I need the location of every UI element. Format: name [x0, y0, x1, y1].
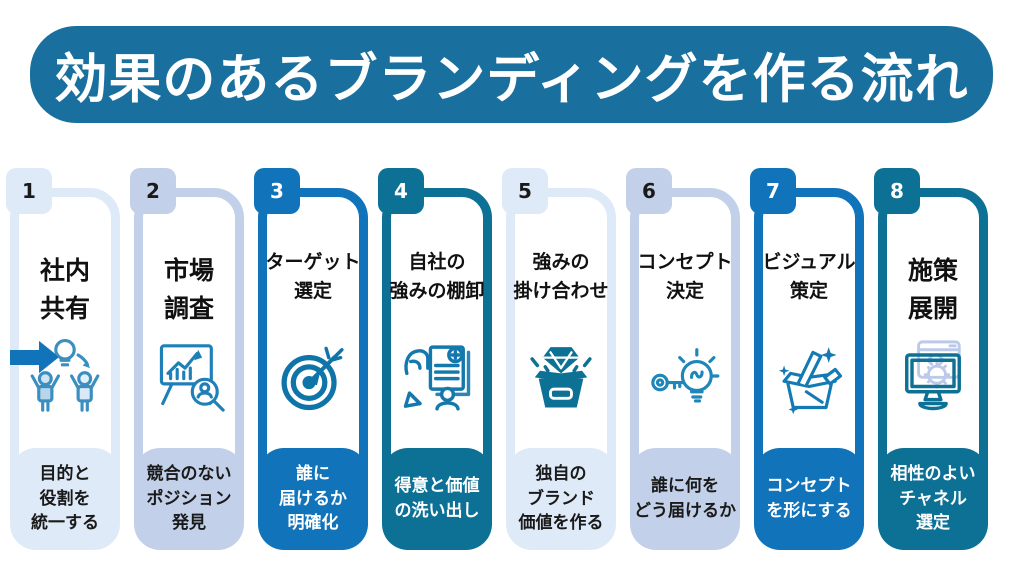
step-title: 施策 展開	[907, 256, 958, 323]
deploy-icon	[891, 334, 975, 418]
step-5: 5 強みの 掛け合わせ 独自の ブランド 価値を作る	[502, 168, 616, 568]
target-icon	[271, 334, 355, 418]
step-8: 8 施策 展開	[874, 168, 988, 568]
step-number-badge: 2	[130, 168, 176, 214]
step-number-badge: 5	[502, 168, 548, 214]
step-description: 競合のない ポジション 発見	[134, 448, 244, 550]
idea-share-icon	[23, 334, 107, 418]
step-description: 独自の ブランド 価値を作る	[506, 448, 616, 550]
step-description: 相性のよい チャネル 選定	[878, 448, 988, 550]
step-title: 市場 調査	[163, 256, 214, 323]
step-number-badge: 6	[626, 168, 672, 214]
market-research-icon	[147, 334, 231, 418]
step-4: 4 自社の 強みの棚卸 得意と価値 の洗い出し	[378, 168, 492, 568]
step-description: 得意と価値 の洗い出し	[382, 448, 492, 550]
header-banner: 効果のあるブランディングを作る流れ	[30, 26, 993, 123]
step-number-badge: 7	[750, 168, 796, 214]
value-box-icon	[519, 334, 603, 418]
step-title: 自社の 強みの棚卸	[389, 251, 485, 303]
step-number-badge: 4	[378, 168, 424, 214]
step-6: 6 コンセプト 決定 誰に何を どう届けるか	[626, 168, 740, 568]
flow-arrow-7-8	[10, 341, 59, 373]
step-number-badge: 3	[254, 168, 300, 214]
arrow-head	[39, 341, 59, 373]
strength-inventory-icon	[395, 334, 479, 418]
step-3: 3 ターゲット 選定 誰に 届けるか 明確化	[254, 168, 368, 568]
step-description: 誰に 届けるか 明確化	[258, 448, 368, 550]
step-2: 2 市場 調査 競合のない ポジション 発見	[130, 168, 244, 568]
step-description: 目的と 役割を 統一する	[10, 448, 120, 550]
visual-design-icon	[767, 334, 851, 418]
step-title: 強みの 掛け合わせ	[513, 251, 609, 303]
step-title: ビジュアル 策定	[762, 251, 856, 303]
step-title: ターゲット 選定	[265, 251, 361, 303]
step-7: ビジュアル 策定 7 コンセプト を形にする	[750, 168, 864, 568]
step-description: 誰に何を どう届けるか	[630, 448, 740, 550]
step-title: コンセプト 決定	[637, 251, 733, 303]
flow-diagram: 1 社内 共有 目的と 役割を 統一する 2	[6, 168, 1014, 572]
step-number-badge: 8	[874, 168, 920, 214]
arrow-bar	[10, 349, 39, 365]
step-title: 社内 共有	[39, 256, 90, 323]
step-number-badge: 1	[6, 168, 52, 214]
page-title: 効果のあるブランディングを作る流れ	[54, 48, 969, 110]
step-description: コンセプト を形にする	[754, 448, 864, 550]
key-idea-icon	[643, 334, 727, 418]
step-1: 1 社内 共有 目的と 役割を 統一する	[6, 168, 120, 568]
